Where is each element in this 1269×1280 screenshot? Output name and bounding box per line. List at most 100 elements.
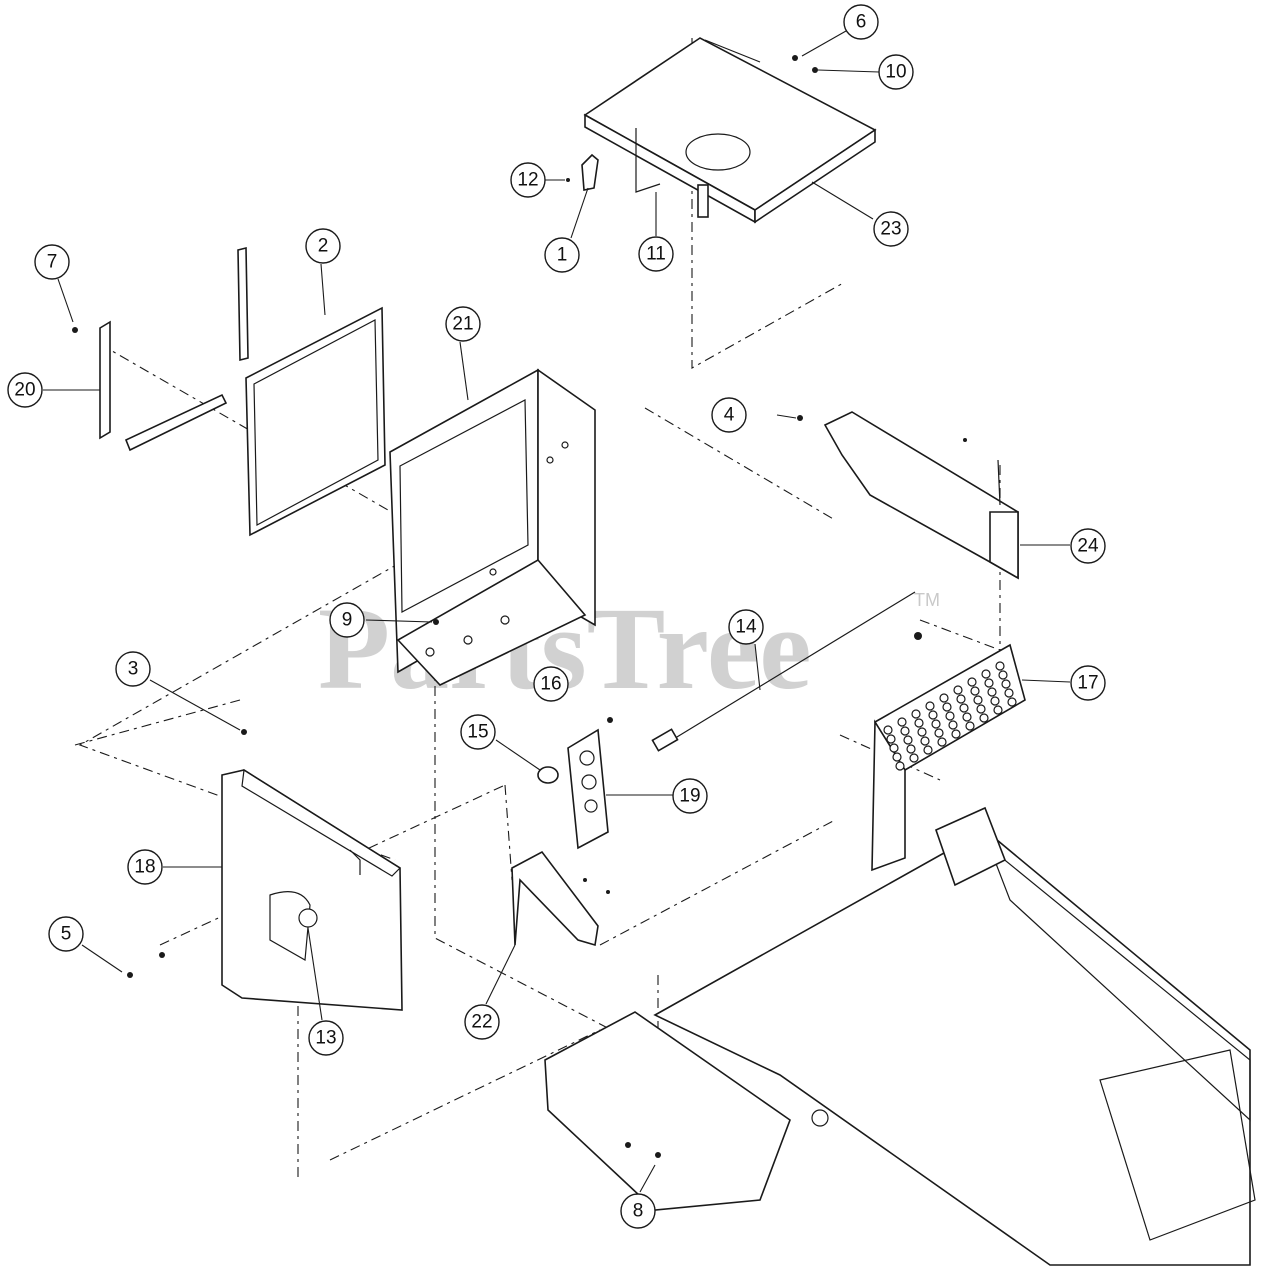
svg-text:4: 4: [724, 405, 735, 426]
callout-15[interactable]: 15: [460, 714, 496, 750]
grille-hole: [984, 678, 994, 688]
fasteners: [127, 55, 922, 978]
grille-hole: [909, 753, 919, 763]
grille-hole: [914, 718, 924, 728]
svg-text:11: 11: [646, 244, 666, 265]
grille-hole: [1007, 697, 1017, 707]
svg-text:3: 3: [128, 659, 139, 680]
grille-hole: [900, 726, 910, 736]
grille-hole: [998, 670, 1008, 680]
top-cover-plate: [583, 37, 877, 224]
grille-hole: [987, 687, 997, 697]
callout-1[interactable]: 1: [544, 237, 580, 273]
grille-hole: [895, 761, 905, 771]
latch: [566, 153, 599, 191]
grille-hole: [945, 711, 955, 721]
callout-6[interactable]: 6: [843, 4, 879, 40]
svg-text:24: 24: [1077, 536, 1099, 557]
grille-hole: [956, 694, 966, 704]
grille-hole: [911, 709, 921, 719]
svg-text:1: 1: [557, 245, 568, 266]
machine-frame: [544, 806, 1256, 1266]
callout-18[interactable]: 18: [127, 849, 163, 885]
right-bracket: [797, 411, 1019, 580]
grille-hole: [948, 720, 958, 730]
svg-text:17: 17: [1077, 673, 1098, 694]
svg-text:13: 13: [315, 1028, 336, 1049]
callout-22[interactable]: 22: [464, 1004, 500, 1040]
perforated-grille: [871, 643, 1026, 872]
callout-17[interactable]: 17: [1070, 665, 1106, 701]
main-housing: [389, 368, 596, 686]
grille-hole: [917, 727, 927, 737]
callout-2[interactable]: 2: [305, 228, 341, 264]
svg-text:20: 20: [14, 380, 35, 401]
grille-hole: [934, 728, 944, 738]
callout-16[interactable]: 16: [533, 666, 569, 702]
grille-hole: [1004, 688, 1014, 698]
callout-19[interactable]: 19: [672, 778, 708, 814]
callout-7[interactable]: 7: [34, 244, 70, 280]
svg-text:2: 2: [318, 236, 329, 257]
cable: [651, 591, 916, 752]
callout-10[interactable]: 10: [878, 54, 914, 90]
grille-hole: [928, 710, 938, 720]
switch-plate: [537, 728, 609, 850]
grille-hole: [962, 712, 972, 722]
grille-hole: [990, 696, 1000, 706]
callout-3[interactable]: 3: [115, 651, 151, 687]
grille-hole: [923, 745, 933, 755]
grille-hole: [993, 705, 1003, 715]
callout-8[interactable]: 8: [620, 1193, 656, 1229]
svg-text:16: 16: [540, 674, 561, 695]
grille-hole: [925, 701, 935, 711]
svg-text:22: 22: [471, 1012, 492, 1033]
grille-hole: [967, 677, 977, 687]
svg-text:21: 21: [452, 314, 473, 335]
grille-hole: [973, 695, 983, 705]
callout-24[interactable]: 24: [1070, 528, 1106, 564]
grille-hole: [906, 744, 916, 754]
svg-text:15: 15: [467, 722, 488, 743]
grille-hole: [959, 703, 969, 713]
svg-text:23: 23: [880, 219, 901, 240]
grille-hole: [897, 717, 907, 727]
filter-frame: [245, 306, 386, 537]
side-rails: [72, 246, 249, 452]
svg-text:8: 8: [633, 1201, 644, 1222]
grille-hole: [965, 721, 975, 731]
svg-text:9: 9: [342, 610, 353, 631]
callout-5[interactable]: 5: [48, 916, 84, 952]
grille-hole: [953, 685, 963, 695]
front-panel: [221, 768, 403, 1011]
grille-hole: [937, 737, 947, 747]
bracket-11: [635, 128, 661, 193]
callout-21[interactable]: 21: [445, 306, 481, 342]
grille-hole: [976, 704, 986, 714]
grille-hole: [931, 719, 941, 729]
grille-hole: [903, 735, 913, 745]
grille-hole: [892, 752, 902, 762]
svg-text:10: 10: [885, 62, 906, 83]
grille-hole: [995, 661, 1005, 671]
callout-12[interactable]: 12: [510, 162, 546, 198]
svg-text:14: 14: [735, 617, 757, 638]
watermark-trademark: TM: [914, 590, 940, 610]
callout-4[interactable]: 4: [711, 397, 747, 433]
grille-hole: [889, 743, 899, 753]
grille-hole: [942, 702, 952, 712]
callout-11[interactable]: 11: [638, 236, 674, 272]
grille-hole: [886, 734, 896, 744]
svg-text:7: 7: [47, 252, 58, 273]
callouts: 1 2 3 4 5 6 7 8 9 10 11 12 13 14 15 16 1…: [7, 4, 1106, 1229]
svg-text:12: 12: [517, 170, 538, 191]
svg-text:18: 18: [134, 857, 155, 878]
callout-13[interactable]: 13: [308, 1020, 344, 1056]
svg-text:5: 5: [61, 924, 72, 945]
svg-text:6: 6: [856, 12, 867, 33]
callout-20[interactable]: 20: [7, 372, 43, 408]
callout-23[interactable]: 23: [873, 211, 909, 247]
callout-9[interactable]: 9: [329, 602, 365, 638]
callout-14[interactable]: 14: [728, 609, 764, 645]
grille-hole: [1001, 679, 1011, 689]
